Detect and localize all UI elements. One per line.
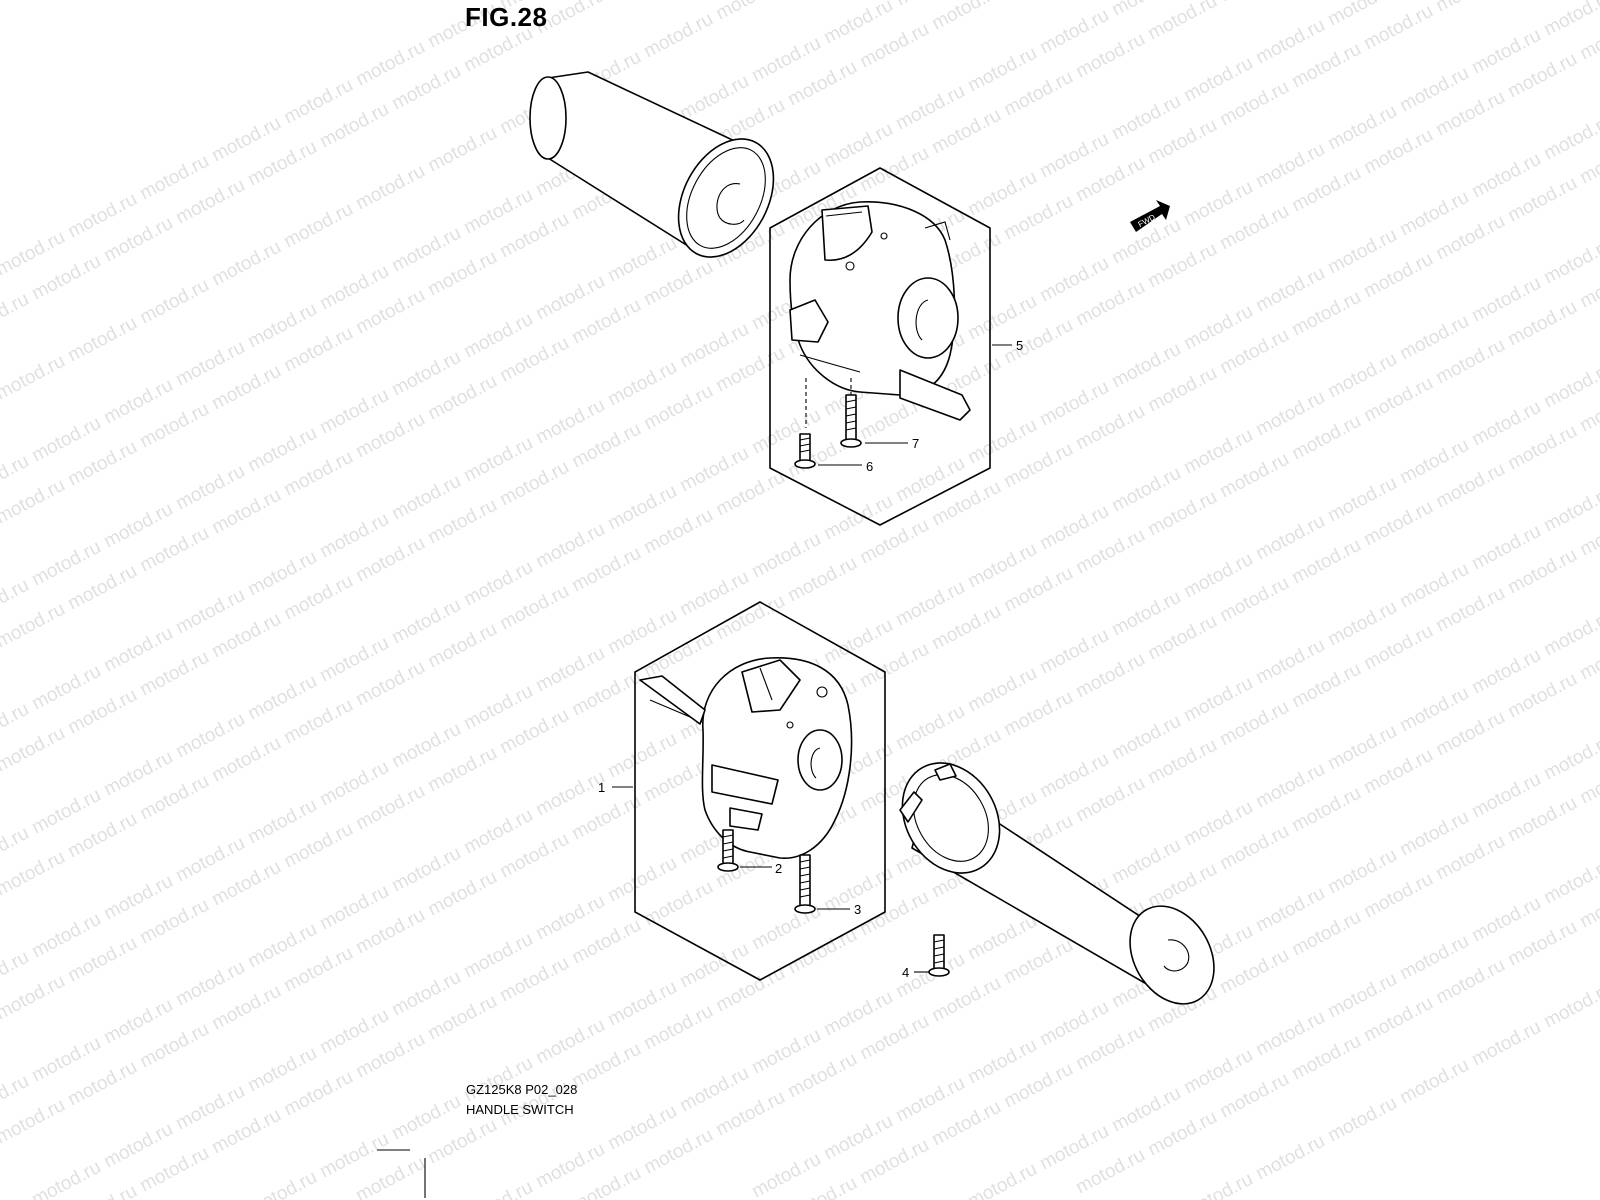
throttle-grip [529,71,775,258]
watermark-text: motod.ru [280,199,356,253]
watermark-text: motod.ru [1540,483,1600,537]
watermark-text: motod.ru [0,723,69,777]
watermark-text: motod.ru [1324,1093,1400,1147]
callout-7: 7 [912,436,919,451]
screw-6 [794,378,816,469]
callout-4: 4 [902,965,909,980]
watermark-text: motod.ru [0,599,69,653]
lower-switch-assembly: 1 2 3 [598,601,886,981]
watermark-text: motod.ru [1468,1017,1544,1071]
left-switch-housing [639,657,853,859]
watermark-text: motod.ru [424,123,500,177]
right-switch-housing [789,201,971,421]
watermark-text: motod.ru [1540,359,1600,413]
watermark-text: motod.ru [640,9,716,63]
watermark-text: motod.ru [0,475,69,529]
screw-2 [717,829,739,872]
watermark-text: motod.ru [1540,731,1600,785]
watermark-text: motod.ru [352,161,428,215]
watermark-text: motod.ru [0,289,33,343]
screw-7 [840,378,862,448]
part-group-name: HANDLE SWITCH [466,1102,574,1117]
callout-5: 5 [1016,338,1023,353]
upper-assembly-boundary [769,167,991,526]
watermark-text: motod.ru [136,275,212,329]
watermark-text: motod.ru [712,0,788,24]
watermark-text: motod.ru [1432,0,1508,16]
watermark-text: motod.ru [244,1167,320,1200]
callout-1: 1 [598,780,605,795]
watermark-text: motod.ru [0,971,69,1025]
watermark-text: motod.ru [1216,0,1292,6]
watermark-text: motod.ru [964,1159,1040,1200]
watermark-text: motod.ru [0,351,69,405]
watermark-text: motod.ru [1540,855,1600,909]
screw-4: 4 [902,934,950,980]
callout-2: 2 [775,861,782,876]
watermark-text: motod.ru [1180,1169,1256,1200]
callout-3: 3 [854,902,861,917]
watermark-text: motod.ru [1540,111,1600,165]
watermark-text: motod.ru [28,1157,104,1200]
watermark-text: motod.ru [928,0,1004,34]
watermark-text: motod.ru [1540,235,1600,289]
watermark-text: motod.ru [1396,1055,1472,1109]
watermark-text: motod.ru [208,237,284,291]
watermark-text: motod.ru [460,1177,536,1200]
model-code: GZ125K8 P02_028 [466,1082,578,1097]
watermark-text: motod.ru [64,313,140,367]
watermark-text: motod.ru [1252,1131,1328,1185]
watermark-text: motod.ru [0,1095,69,1149]
left-grip [899,762,1215,1005]
watermark-text: motod.ru [1540,979,1600,1033]
upper-switch-assembly: 5 7 6 [529,71,1023,526]
watermark-text: motod.ru [1540,0,1600,40]
lower-assembly-boundary [634,601,886,981]
watermark-text: motod.ru [0,847,69,901]
screw-3 [794,854,816,914]
callout-6: 6 [866,459,873,474]
figure-title: FIG.28 [465,2,548,32]
watermark-text: motod.ru [1144,0,1220,44]
watermark-text: motod.ru [1540,607,1600,661]
